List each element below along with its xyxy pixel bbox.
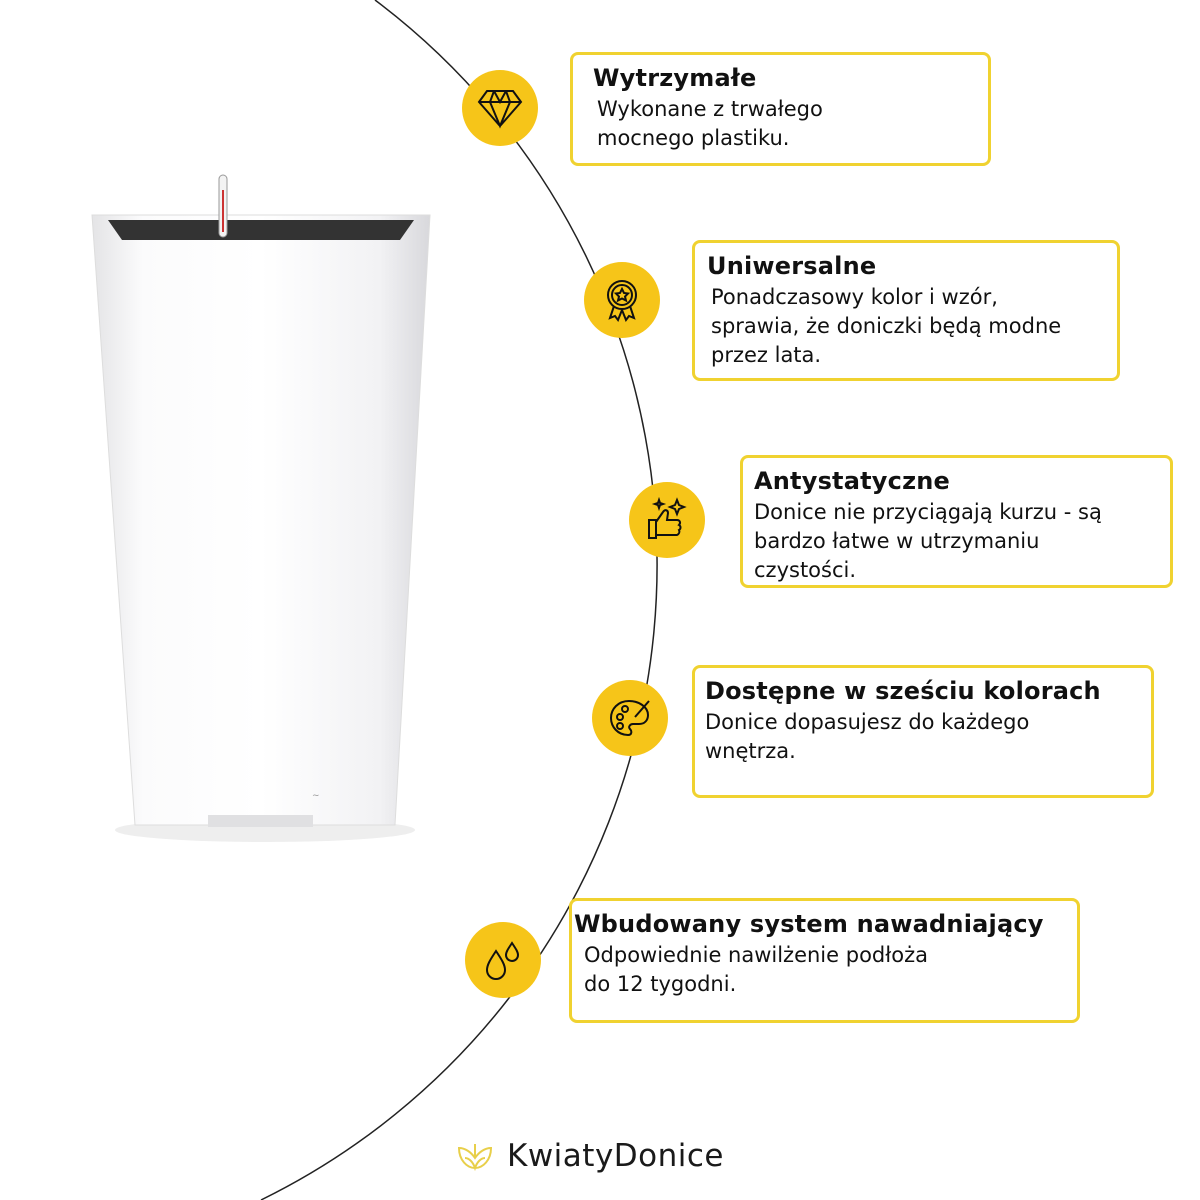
feature-text: Donice nie przyciągają kurzu - są bardzo… (754, 500, 1102, 582)
feature-title: Dostępne w sześciu kolorach (705, 677, 1101, 705)
brand-name: KwiatyDonice (507, 1138, 725, 1174)
planter-image: ~ (91, 174, 431, 842)
feature-text: Wykonane z trwałego mocnego plastiku. (597, 97, 823, 150)
feature-card-antistatic: Antystatyczne Donice nie przyciągają kur… (740, 455, 1173, 588)
feature-card-colors: Dostępne w sześciu kolorach Donice dopas… (692, 665, 1154, 798)
feature-card-durable: Wytrzymałe Wykonane z trwałego mocnego p… (570, 52, 991, 166)
butterfly-icon (457, 1144, 493, 1172)
award-badge-icon (584, 262, 660, 338)
feature-text: Odpowiednie nawilżenie podłoża do 12 tyg… (584, 943, 928, 996)
arc-line (260, 0, 658, 1200)
svg-text:~: ~ (312, 791, 320, 801)
feature-title: Wytrzymałe (593, 64, 757, 92)
feature-title: Antystatyczne (754, 467, 951, 495)
diamond-icon (462, 70, 538, 146)
palette-icon (592, 680, 668, 756)
feature-text: Ponadczasowy kolor i wzór, sprawia, że d… (711, 285, 1062, 367)
feature-card-universal: Uniwersalne Ponadczasowy kolor i wzór, s… (692, 240, 1120, 381)
water-drops-icon (465, 922, 541, 998)
sparkle-thumbs-up-icon (629, 482, 705, 558)
feature-text: Donice dopasujesz do każdego wnętrza. (705, 710, 1030, 763)
brand-logo: KwiatyDonice (455, 1138, 724, 1174)
feature-title: Uniwersalne (707, 252, 877, 280)
feature-title: Wbudowany system nawadniający (574, 910, 1044, 938)
feature-card-irrigation: Wbudowany system nawadniający Odpowiedni… (569, 898, 1080, 1023)
